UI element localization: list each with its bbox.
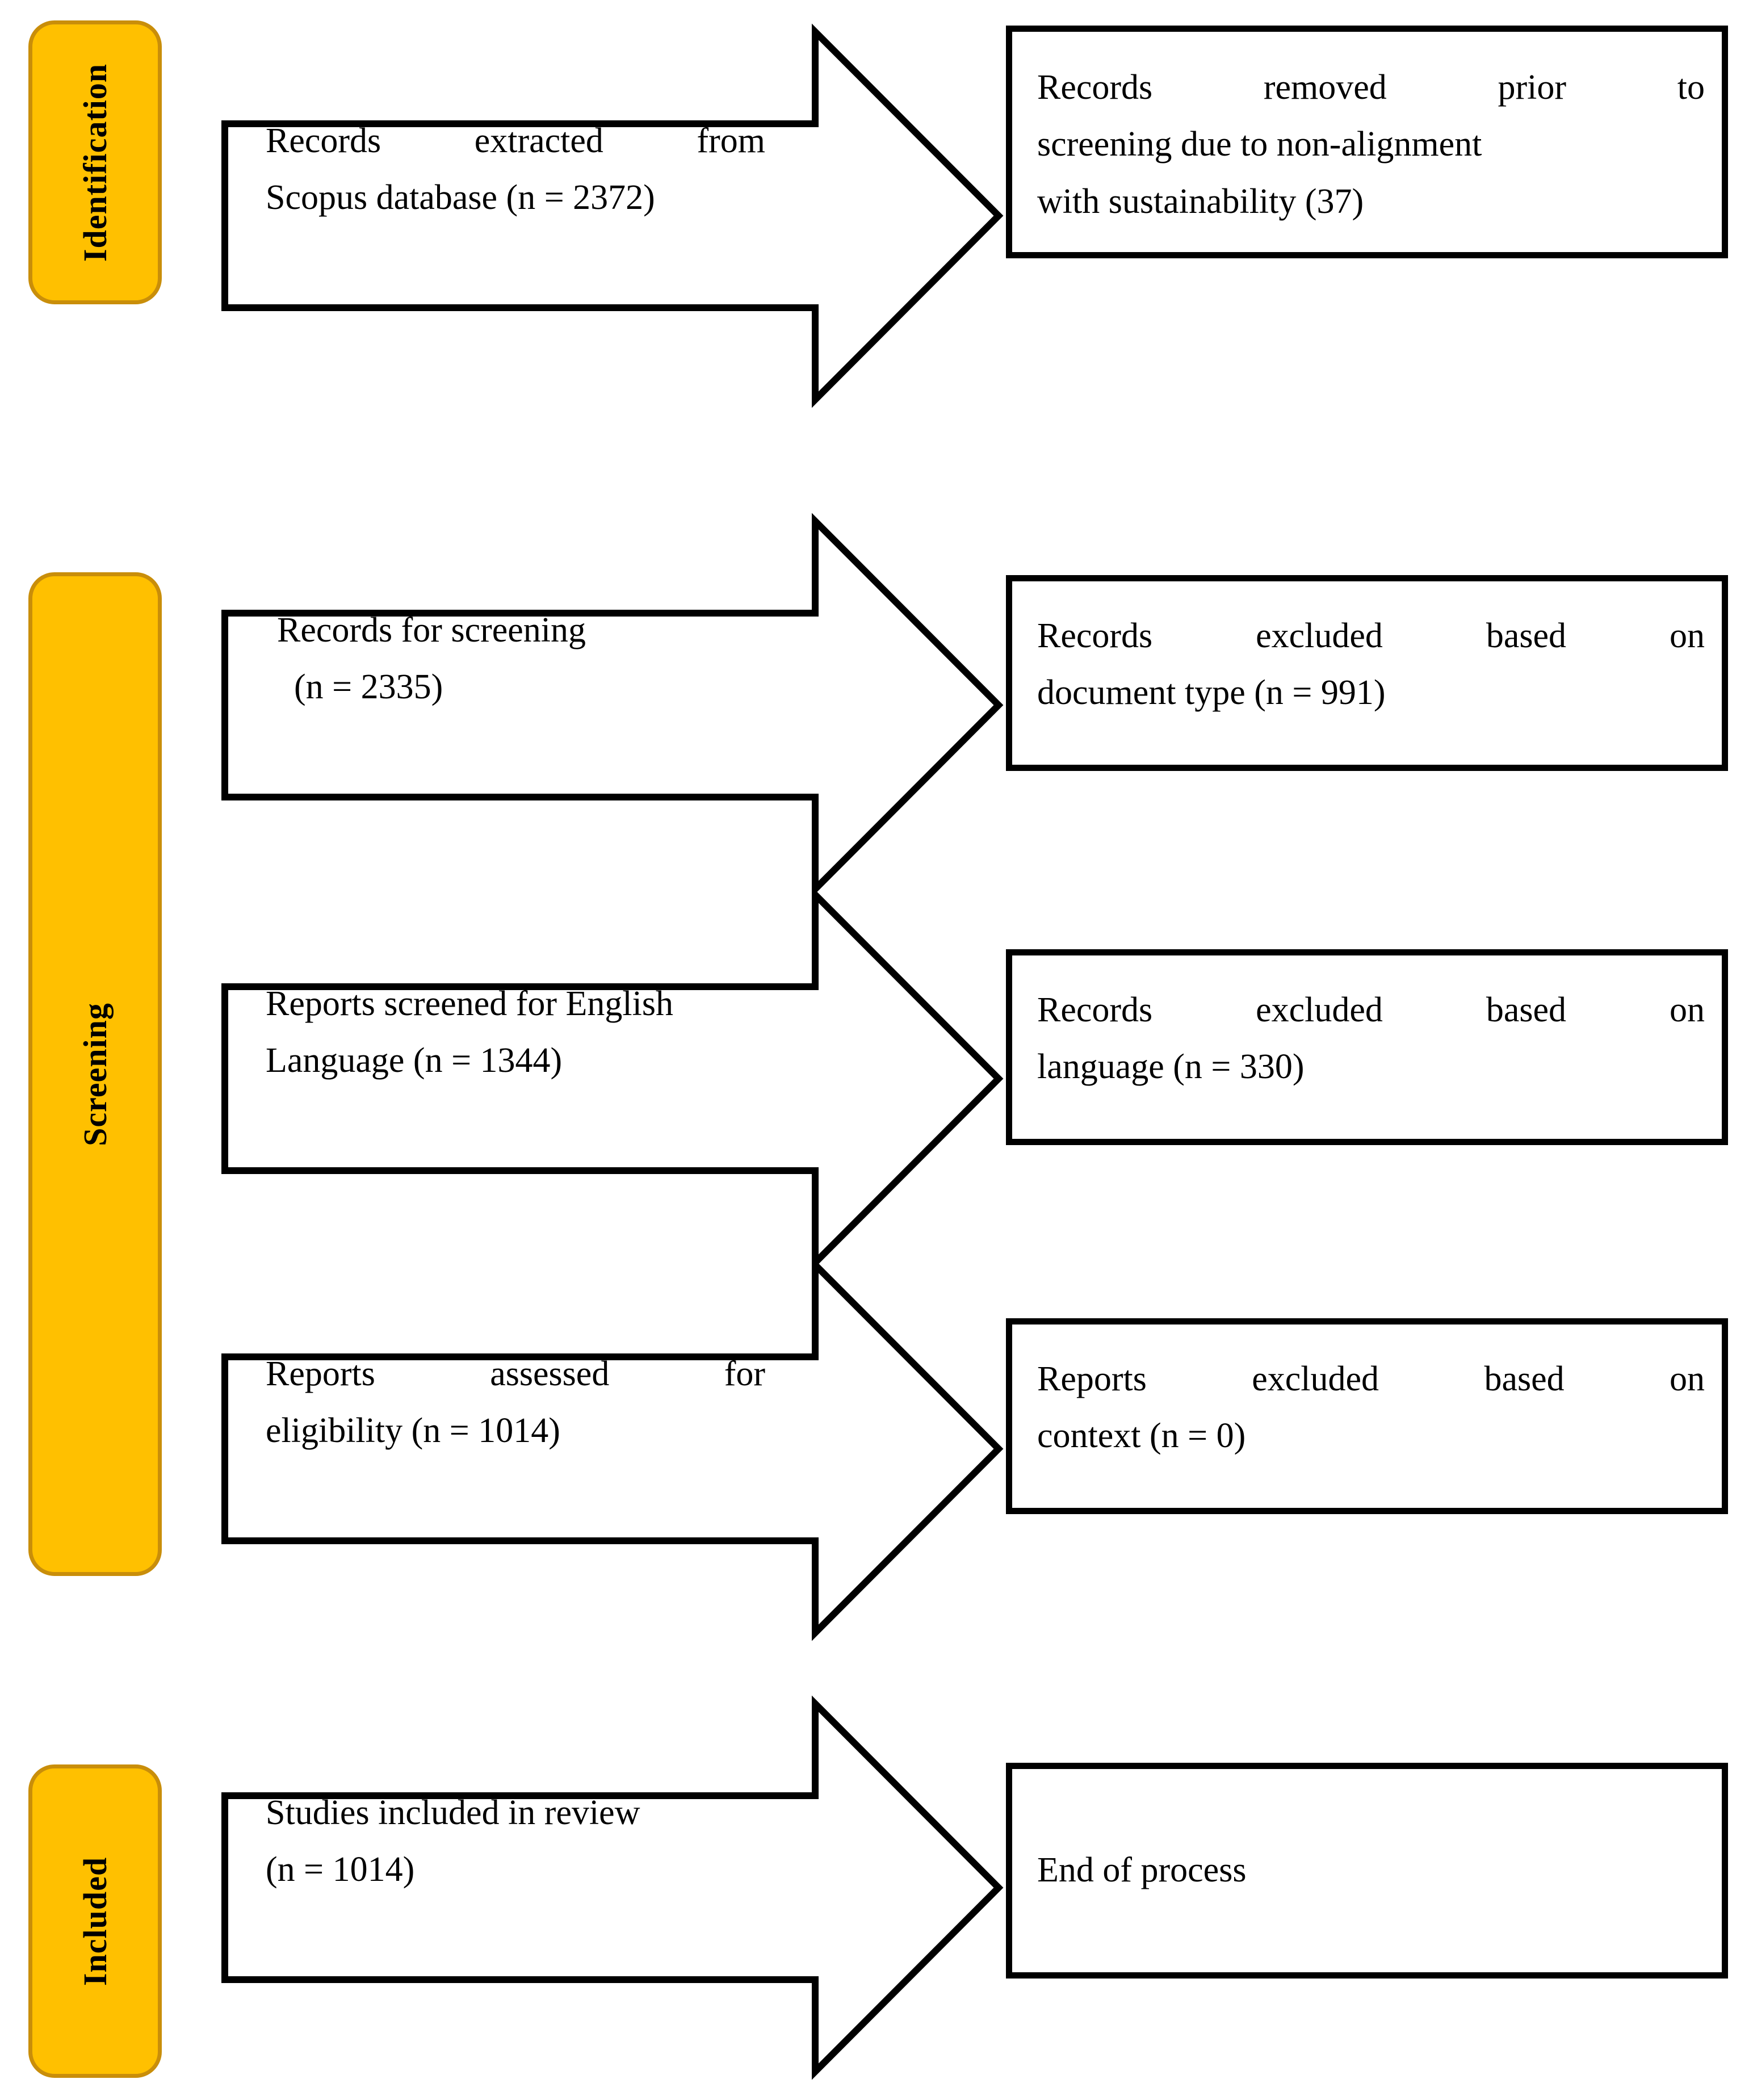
text-line: for [724,1355,765,1393]
outcome-box-excluded-language-text: Records excluded based on language (n = … [1037,982,1705,1096]
text-line: (n = 2335) [294,668,443,707]
text-line: with sustainability (37) [1037,182,1364,221]
text-line: based [1486,991,1567,1029]
text-line: Records [266,121,381,160]
outcome-box-excluded-context: Reports excluded based on context (n = 0… [1006,1318,1728,1514]
stage-label-included: Included [28,1764,162,2078]
text-line: Language (n = 1344) [266,1041,563,1080]
text-line: End of process [1037,1851,1247,1889]
text-line: assessed [490,1355,610,1393]
stage-label-screening: Screening [28,572,162,1576]
text-line: on [1670,991,1705,1029]
text-line: context (n = 0) [1037,1416,1246,1456]
text-line: Reports [266,1355,375,1393]
text-line: based [1486,617,1567,655]
outcome-box-excluded-document-type: Records excluded based on document type … [1006,575,1728,771]
text-line: removed [1263,68,1387,107]
stage-label-identification-text: Identification [77,63,114,262]
text-line: Records [1037,991,1153,1029]
text-line: on [1670,1360,1705,1398]
arrow-reports-assessed-eligibility: Reports assessed for eligibility (n = 10… [221,1256,1004,1641]
outcome-box-excluded-document-type-text: Records excluded based on document type … [1037,607,1705,722]
text-line: Reports screened for English [266,984,673,1023]
text-line: eligibility (n = 1014) [266,1411,560,1451]
outcome-box-end-of-process-text: End of process [1037,1842,1705,1898]
arrow-reports-assessed-eligibility-text: Reports assessed for eligibility (n = 10… [266,1345,765,1460]
outcome-box-end-of-process: End of process [1006,1763,1728,1979]
stage-label-identification: Identification [28,20,162,304]
stage-label-included-text: Included [77,1856,114,1986]
stage-label-screening-text: Screening [77,1002,114,1146]
arrow-reports-screened-english-text: Reports screened for English Language (n… [266,975,777,1089]
text-line: to [1677,68,1705,107]
text-line: (n = 1014) [266,1850,415,1889]
outcome-box-records-removed-text: Records removed prior to screening due t… [1037,59,1705,230]
text-line: Records [1037,617,1153,655]
text-line: on [1670,617,1705,655]
text-line: excluded [1256,617,1383,655]
text-line: excluded [1252,1360,1379,1398]
arrow-records-for-screening: Records for screening (n = 2335) [221,513,1004,898]
outcome-box-excluded-language: Records excluded based on language (n = … [1006,949,1728,1145]
arrow-studies-included: Studies included in review (n = 1014) [221,1695,1004,2080]
text-line: prior [1498,68,1567,107]
text-line: from [697,121,765,160]
arrow-reports-screened-english: Reports screened for English Language (n… [221,886,1004,1271]
text-line: language (n = 330) [1037,1047,1305,1087]
text-line: screening due to non-alignment [1037,125,1482,164]
text-line: based [1484,1360,1565,1398]
text-line: excluded [1256,991,1383,1029]
arrow-records-extracted-text: Records extracted from Scopus database (… [266,112,765,227]
outcome-box-records-removed: Records removed prior to screening due t… [1006,26,1728,258]
text-line: extracted [474,121,603,160]
text-line: Reports [1037,1360,1147,1398]
arrow-records-for-screening-text: Records for screening (n = 2335) [277,602,777,716]
outcome-box-excluded-context-text: Reports excluded based on context (n = 0… [1037,1351,1705,1465]
arrow-records-extracted: Records extracted from Scopus database (… [221,23,1004,408]
text-line: Scopus database (n = 2372) [266,178,655,217]
text-line: Records [1037,68,1153,107]
text-line: Studies included in review [266,1793,640,1832]
arrow-studies-included-text: Studies included in review (n = 1014) [266,1784,777,1898]
text-line: document type (n = 991) [1037,673,1386,712]
text-line: Records for screening [277,611,586,649]
